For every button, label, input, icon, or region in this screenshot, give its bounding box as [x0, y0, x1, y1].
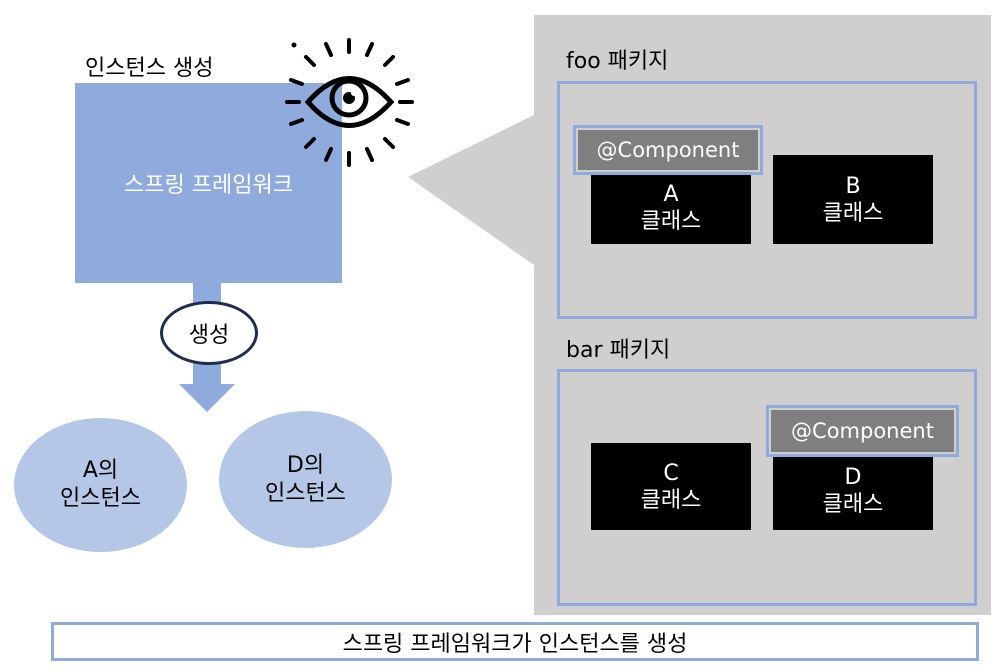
instance-a-line2: 인스턴스 — [60, 486, 141, 511]
class-b-kind: 클래스 — [822, 200, 884, 226]
foo-package-label: foo 패키지 — [566, 49, 669, 74]
class-d-name: D — [844, 465, 862, 490]
instance-d-line2: 인스턴스 — [265, 480, 346, 506]
component-annotation-a: @Component — [573, 125, 763, 175]
instance-d: D의 인스턴스 — [219, 411, 392, 548]
class-a-name: A — [663, 181, 679, 207]
bar-package-label: bar 패키지 — [566, 338, 671, 363]
class-b-name: B — [845, 173, 861, 199]
class-d-box: D 클래스 — [773, 452, 933, 530]
generate-bubble: 생성 — [160, 301, 258, 365]
class-b-box: B 클래스 — [773, 155, 933, 244]
class-c-name: C — [663, 460, 679, 486]
bar-package-box — [557, 369, 977, 606]
spring-framework-box: 스프링 프레임워크 — [75, 83, 342, 283]
create-instance-label: 인스턴스 생성 — [85, 56, 214, 81]
foo-package-box — [557, 81, 977, 319]
class-c-kind: 클래스 — [640, 487, 702, 513]
component-annotation-d: @Component — [766, 405, 959, 457]
class-c-box: C 클래스 — [591, 443, 751, 530]
class-a-box: A 클래스 — [591, 171, 751, 244]
instance-a: A의 인스턴스 — [14, 418, 187, 552]
eye-icon — [285, 38, 414, 167]
framework-label: 스프링 프레임워크 — [124, 173, 293, 198]
caption-text: 스프링 프레임워크가 인스턴스를 생성 — [342, 631, 688, 657]
class-a-kind: 클래스 — [640, 208, 702, 234]
instance-a-line1: A의 — [82, 458, 119, 483]
generate-label: 생성 — [188, 323, 230, 348]
instance-d-line1: D의 — [286, 452, 325, 478]
caption-box: 스프링 프레임워크가 인스턴스를 생성 — [51, 622, 979, 661]
class-d-kind: 클래스 — [822, 492, 884, 517]
